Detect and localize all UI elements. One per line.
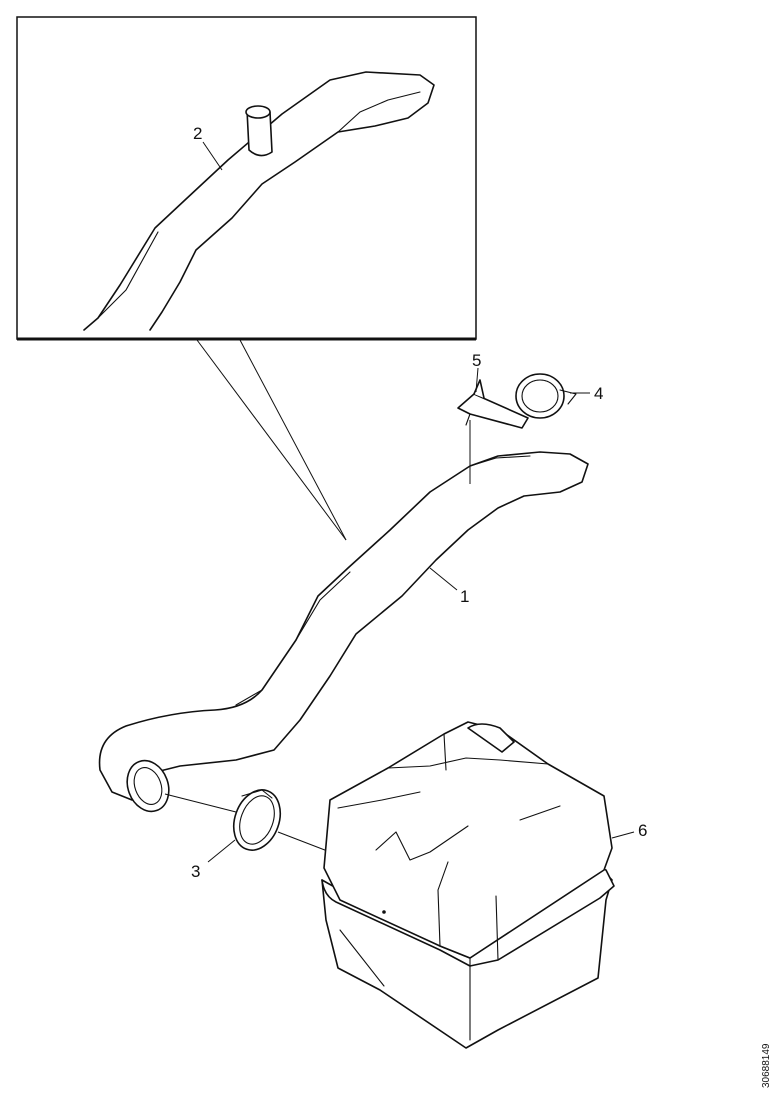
main-hose-part-1: [98, 451, 589, 801]
hose-clamp-part-3: [164, 789, 331, 853]
hose-end-ring: [126, 759, 170, 813]
tank-part-6: [321, 721, 615, 1049]
leader-1: [429, 567, 458, 591]
inset-pointer: [196, 339, 347, 541]
callout-4: 4: [594, 384, 603, 403]
callout-6: 6: [638, 821, 647, 840]
bracket-part-5: [457, 379, 529, 484]
drawing-reference-code: 30688149: [761, 1043, 772, 1088]
leader-5: [475, 367, 479, 393]
detail-inset: 2: [16, 16, 477, 341]
inset-hose-part-2: [83, 71, 435, 331]
callout-2: 2: [193, 124, 202, 143]
callout-3: 3: [191, 862, 200, 881]
clamp-ring-part-4: [515, 373, 577, 419]
leader-2: [202, 141, 223, 171]
leader-3: [207, 839, 236, 863]
callout-1: 1: [460, 587, 469, 606]
callout-5: 5: [472, 351, 481, 370]
leader-6: [611, 831, 635, 839]
tank-rivet-icon: [382, 910, 386, 914]
